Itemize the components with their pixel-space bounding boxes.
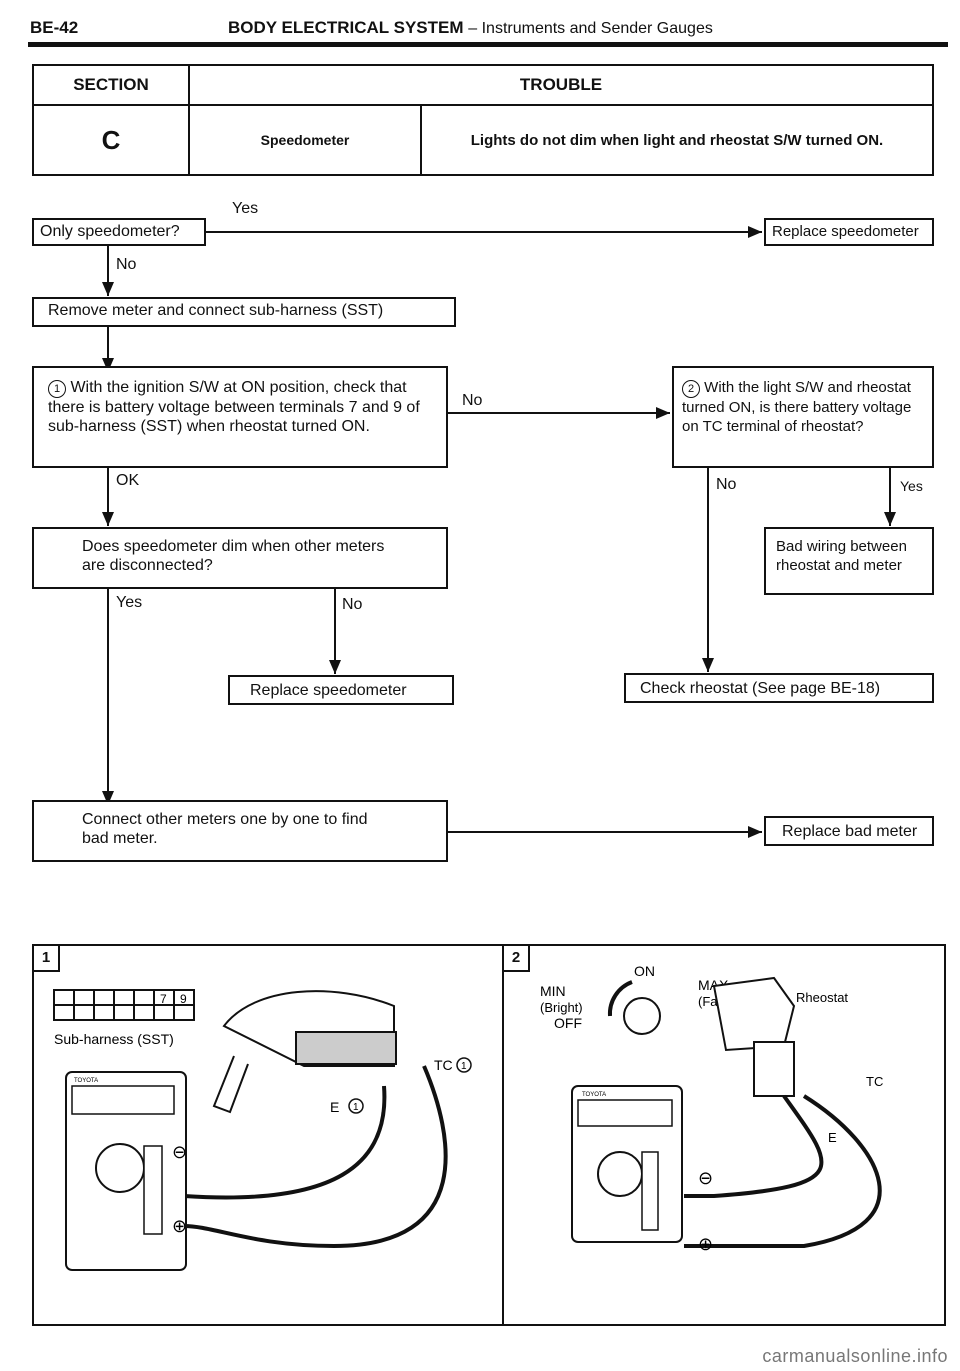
- header-rule: [28, 42, 948, 47]
- only-speedometer-box: Only speedometer?: [32, 218, 206, 246]
- replace-speedometer-box-2: Replace speedometer: [228, 675, 454, 705]
- step1-text: With the ignition S/W at ON position, ch…: [48, 379, 420, 435]
- meter-brand-label: TOYOTA: [74, 1078, 98, 1084]
- subharness-connector-icon: [53, 989, 195, 1021]
- terminal-9-label: 9: [180, 992, 187, 1006]
- flowchart-connectors: [102, 226, 896, 838]
- trouble-header: TROUBLE: [188, 64, 934, 106]
- tc-num: 1: [461, 1061, 467, 1072]
- page-title: BODY ELECTRICAL SYSTEM – Instruments and…: [228, 18, 713, 38]
- ok-label: OK: [116, 472, 140, 489]
- bad-wiring-box: Bad wiring between rheostat and meter: [764, 527, 934, 595]
- yes-label-1: Yes: [232, 200, 259, 217]
- title-main: BODY ELECTRICAL SYSTEM: [228, 18, 464, 37]
- e-label: E: [330, 1099, 339, 1115]
- trouble-item: Speedometer: [188, 104, 422, 176]
- minus-terminal-label: ⊖: [172, 1142, 187, 1163]
- rheostat-label: Rheostat: [796, 990, 848, 1005]
- no-label-4: No: [342, 596, 363, 613]
- figure-panel-1: 1 7 9 Sub-harness (SST) TC 1 E 1: [32, 944, 504, 1326]
- figure-2-number: 2: [502, 944, 530, 972]
- plus-terminal-label: ⊕: [172, 1216, 187, 1237]
- section-letter: C: [32, 104, 190, 176]
- e-label-2: E: [828, 1130, 837, 1145]
- rheostat-icon: [712, 976, 796, 1097]
- test-leads-icon-2: [684, 1094, 882, 1248]
- yes-label-4: Yes: [116, 594, 143, 611]
- step2-text: With the light S/W and rheostat turned O…: [682, 379, 912, 435]
- footer-watermark: carmanualsonline.info: [762, 1346, 948, 1366]
- figure-2-illustration: ON MIN (Bright) OFF MAX (Fade) Rheostat …: [540, 963, 883, 1255]
- test-leads-icon: [183, 1065, 448, 1249]
- multimeter-icon: [65, 1071, 187, 1271]
- terminal-7-label: 7: [160, 992, 167, 1006]
- plus-terminal-label-2: ⊕: [698, 1234, 713, 1255]
- meter-brand-label-2: TOYOTA: [582, 1092, 606, 1098]
- trouble-description: Lights do not dim when light and rheosta…: [420, 104, 934, 176]
- section-header: SECTION: [32, 64, 190, 106]
- replace-bad-meter-box: Replace bad meter: [764, 816, 934, 846]
- step2-box: 2 With the light S/W and rheostat turned…: [672, 366, 934, 468]
- min-label: MIN: [540, 983, 566, 999]
- on-label: ON: [634, 963, 655, 979]
- minus-terminal-label-2: ⊖: [698, 1168, 713, 1189]
- trouble-table: SECTION TROUBLE C Speedometer Lights do …: [32, 64, 934, 176]
- rheostat-knob-icon: [607, 980, 661, 1035]
- off-label: OFF: [554, 1015, 582, 1031]
- subharness-label: Sub-harness (SST): [54, 1031, 174, 1047]
- bright-label: (Bright): [540, 1000, 583, 1015]
- replace-speedometer-box-1: Replace speedometer: [764, 218, 934, 246]
- no-label-1: No: [116, 256, 137, 273]
- no-label-3: No: [716, 476, 737, 493]
- page-code: BE-42: [30, 18, 79, 37]
- step1-box: 1 With the ignition S/W at ON position, …: [32, 366, 448, 468]
- does-dim-box: Does speedometer dim when other meters a…: [32, 527, 448, 589]
- multimeter-icon-2: [571, 1085, 683, 1243]
- no-label-2: No: [462, 392, 483, 409]
- e-num: 1: [353, 1102, 359, 1113]
- yes-label-3: Yes: [900, 478, 923, 494]
- figure-1-number: 1: [32, 944, 60, 972]
- tc-label-2: TC: [866, 1074, 883, 1089]
- step1-number: 1: [48, 380, 66, 398]
- harness-bundle-icon: [212, 990, 397, 1114]
- step2-number: 2: [682, 380, 700, 398]
- remove-meter-box: Remove meter and connect sub-harness (SS…: [32, 297, 456, 327]
- check-rheostat-box: Check rheostat (See page BE-18): [624, 673, 934, 703]
- title-subtitle: – Instruments and Sender Gauges: [468, 20, 713, 37]
- figure-panel-2: 2 ON MIN (Bright) OFF MAX (Fade) Rheosta…: [502, 944, 946, 1326]
- connect-other-box: Connect other meters one by one to find …: [32, 800, 448, 862]
- figure-1-illustration: 7 9 Sub-harness (SST) TC 1 E 1 TOYOTA ⊖ …: [53, 989, 472, 1271]
- tc-label: TC: [434, 1057, 453, 1073]
